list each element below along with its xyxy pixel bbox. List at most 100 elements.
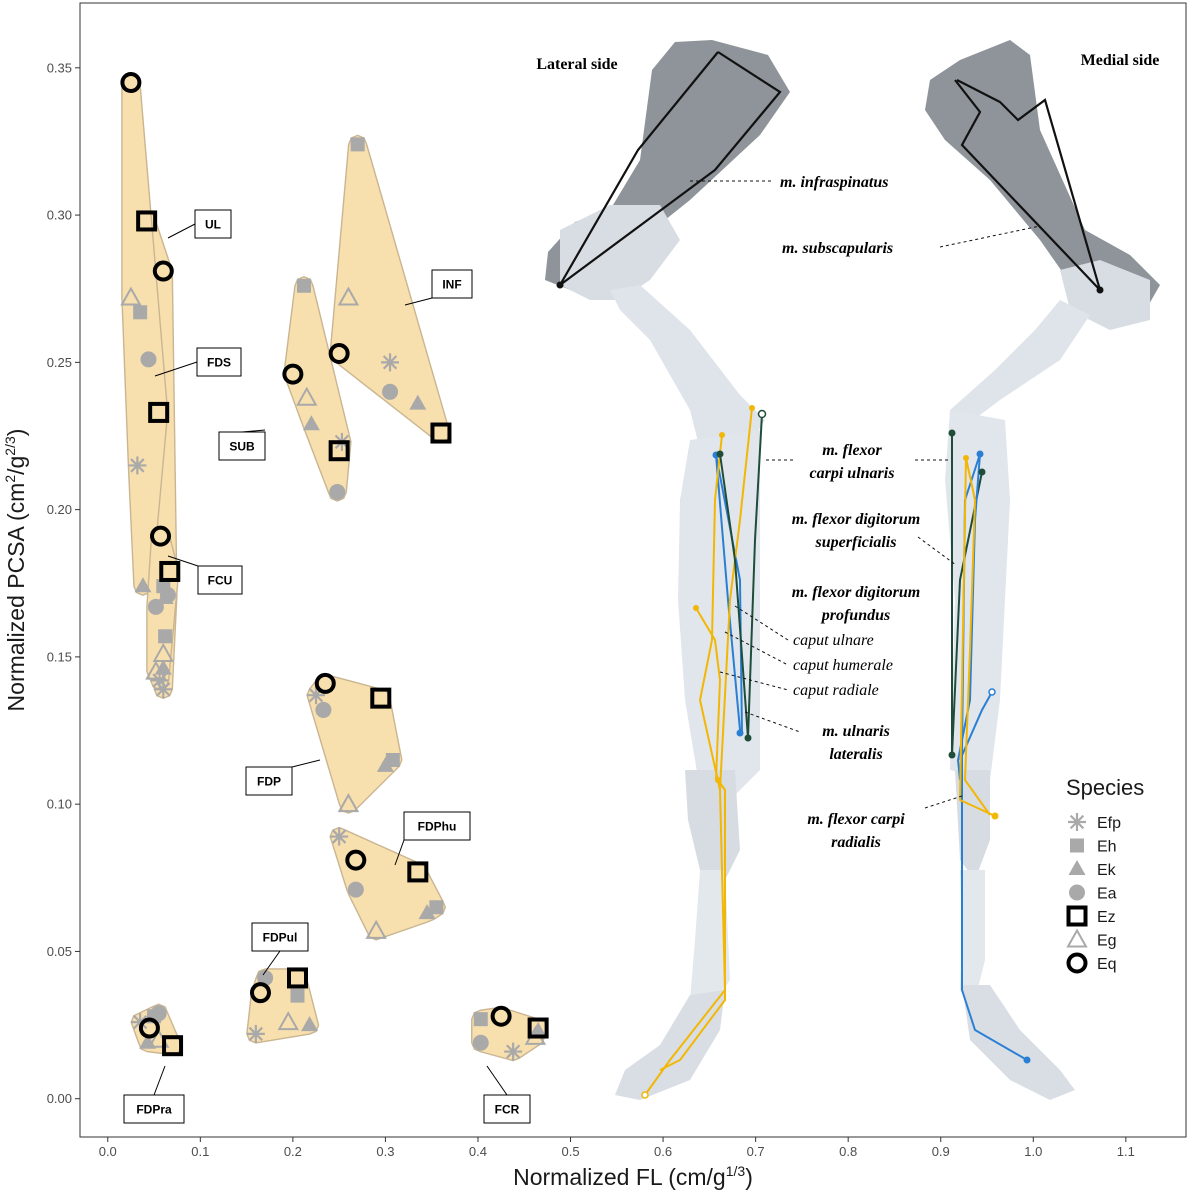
- point-fdpul-ek: [301, 1016, 319, 1032]
- y-tick-label: 0.05: [47, 944, 72, 959]
- caput-humerale-label: caput humerale: [793, 657, 893, 674]
- subscapularis-outline: [954, 79, 1102, 291]
- group-label-text: FDPul: [263, 931, 298, 945]
- x-tick-label: 0.2: [284, 1144, 302, 1159]
- point-fdpul-efp: [246, 1024, 265, 1043]
- group-label-text: FDPra: [136, 1103, 172, 1117]
- point-fdpul-eq: [249, 982, 271, 1004]
- point-fcu-efp: [150, 671, 169, 690]
- legend-item-ek: Ek: [1068, 860, 1117, 879]
- point-fdphu-eh: [429, 900, 444, 915]
- group-label-text: FDS: [207, 356, 231, 370]
- point-inf-efp: [381, 353, 400, 372]
- legend-swatch-eq: [1066, 952, 1088, 974]
- point-fds-ea: [140, 351, 157, 368]
- point-fds-eg: [120, 286, 142, 306]
- fcu-label-2: carpi ulnaris: [810, 465, 895, 482]
- fdp-label-1: m. flexor digitorum: [792, 584, 920, 601]
- ul-label-1: m. ulnaris: [822, 723, 890, 740]
- point-fdpul-eg: [277, 1011, 299, 1031]
- point-fcr-efp: [504, 1042, 523, 1061]
- caput-ulnare-label: caput ulnare: [793, 632, 874, 649]
- point-inf-eq: [328, 343, 350, 365]
- infraspinatus-label: m. infraspinatus: [780, 174, 888, 191]
- y-axis: 0.000.050.100.150.200.250.300.35: [47, 60, 80, 1106]
- legend-item-eg: Eg: [1066, 928, 1117, 950]
- lateral-limb: [545, 40, 790, 1100]
- lateral-humerus: [610, 285, 765, 460]
- x-tick-label: 0.5: [561, 1144, 579, 1159]
- legend-label: Efp: [1097, 815, 1121, 832]
- x-axis-title: Normalized FL (cm/g1/3): [513, 1163, 753, 1190]
- legend-swatch-eh: [1070, 838, 1084, 853]
- point-fcr-ez: [527, 1017, 549, 1039]
- point-fcr-ea: [472, 1034, 489, 1051]
- point-fdp-eh: [385, 752, 400, 767]
- point-fdphu-eq: [345, 849, 367, 871]
- legend-swatch-ea: [1069, 884, 1085, 901]
- fds-label-2: superficialis: [815, 534, 897, 551]
- medial-hoof: [962, 985, 1075, 1100]
- legend-item-ea: Ea: [1069, 884, 1117, 903]
- hull-fdphu: [329, 826, 447, 941]
- point-fcu-eh: [156, 579, 171, 594]
- group-label-fdpul: FDPul: [251, 922, 309, 976]
- x-tick-label: 0.9: [932, 1144, 950, 1159]
- legend-label: Eg: [1097, 933, 1117, 950]
- legend-label: Ez: [1097, 909, 1116, 926]
- point-fcu-ea: [147, 598, 164, 615]
- point-fds-eq: [120, 72, 142, 94]
- point-fdp-eg: [337, 793, 360, 813]
- x-tick-label: 0.4: [469, 1144, 487, 1159]
- point-fcu-eq: [150, 525, 172, 547]
- y-axis-title: Normalized PCSA (cm2/g2/3): [2, 429, 29, 712]
- legend-swatch-eg: [1066, 928, 1088, 948]
- legend-item-efp: Efp: [1068, 813, 1121, 832]
- fdp-label-2: profundus: [820, 607, 890, 624]
- legend-swatch-efp: [1068, 813, 1086, 831]
- point-ul-ez: [136, 210, 158, 232]
- point-fdp-efp: [307, 686, 326, 705]
- y-tick-label: 0.25: [47, 355, 72, 370]
- lateral-muscle-lines: [641, 405, 767, 1099]
- medial-muscle-lines: [948, 429, 1031, 1064]
- fds-label-1: m. flexor digitorum: [792, 511, 920, 528]
- x-tick-label: 0.6: [654, 1144, 672, 1159]
- legend-label: Ea: [1097, 886, 1117, 903]
- y-tick-label: 0.30: [47, 208, 72, 223]
- group-label-text: SUB: [229, 440, 255, 454]
- point-fdphu-ez: [407, 861, 429, 883]
- y-tick-label: 0.00: [47, 1091, 72, 1106]
- ul-label-2: lateralis: [829, 746, 882, 763]
- x-tick-label: 0.7: [747, 1144, 765, 1159]
- point-fds-ez: [148, 401, 170, 423]
- medial-forearm: [945, 410, 1010, 780]
- group-label-fdpra: FDPra: [123, 1065, 185, 1124]
- x-tick-label: 0.1: [191, 1144, 209, 1159]
- point-fdpul-ea: [257, 969, 274, 986]
- point-fdp-ez: [370, 687, 392, 709]
- lateral-side-title: Lateral side: [536, 56, 617, 73]
- point-sub-eg: [296, 386, 318, 406]
- group-label-ul: UL: [167, 209, 232, 239]
- bone-illustration: [545, 40, 1160, 1100]
- caput-radiale-label: caput radiale: [793, 682, 879, 699]
- point-fds-efp: [128, 456, 147, 475]
- group-label-fdp: FDP: [245, 759, 321, 796]
- x-tick-label: 0.8: [839, 1144, 857, 1159]
- point-fdpul-ez: [286, 967, 308, 989]
- legend-label: Ek: [1097, 862, 1117, 879]
- point-inf-ez: [430, 422, 452, 444]
- point-sub-ea: [329, 483, 346, 500]
- medial-humerus: [950, 300, 1090, 430]
- point-fdp-ea: [315, 701, 332, 718]
- point-fdphu-ea: [347, 881, 364, 898]
- group-label-text: FCU: [208, 574, 233, 588]
- group-label-inf: INF: [404, 269, 473, 306]
- point-inf-eg: [337, 286, 360, 306]
- group-label-fds: FDS: [154, 347, 242, 377]
- point-fcu-ek: [156, 588, 174, 604]
- point-fdphu-ek: [418, 904, 436, 920]
